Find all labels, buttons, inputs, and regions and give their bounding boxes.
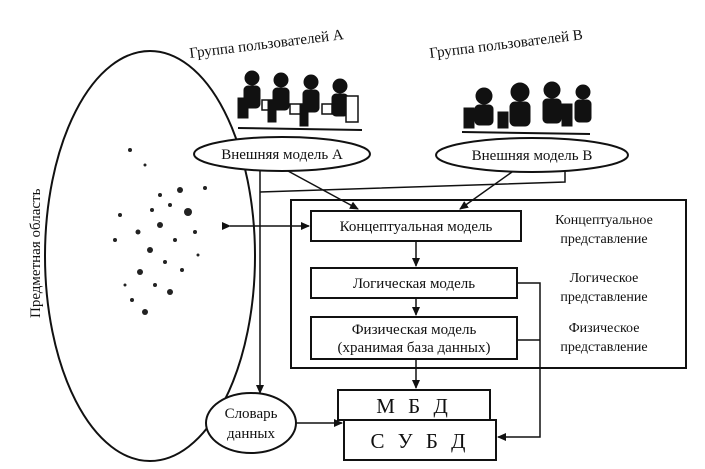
domain-ellipse: [44, 50, 256, 462]
domain-cloud-illustration: [113, 148, 207, 315]
ext-b-to-dictionary-line: [259, 171, 566, 193]
physical-model-label-1: Физическая модель: [352, 322, 477, 338]
conceptual-model-label: Концептуальная модель: [340, 219, 493, 235]
domain-label: Предметная область: [28, 188, 44, 318]
subd-label: С У Б Д: [370, 429, 469, 453]
physical-view-label-1: Физическое: [569, 321, 640, 336]
representation-frame: [290, 199, 687, 369]
physical-view-label-2: представление: [560, 340, 647, 355]
external-model-b-ellipse: [435, 137, 629, 173]
group-a-label: Группа пользователей А: [189, 27, 345, 62]
external-model-a-ellipse: [193, 136, 371, 172]
mbd-label: М Б Д: [376, 394, 452, 418]
external-model-b-label: Внешняя модель В: [472, 148, 593, 164]
data-dictionary-ellipse: [205, 392, 297, 454]
external-model-a-label: Внешняя модель А: [221, 147, 343, 163]
logical-to-subd-link: [497, 282, 541, 441]
conceptual-view-label-1: Концептуальное: [555, 213, 653, 228]
ext-b-to-conceptual-arrow: [459, 171, 513, 210]
data-dictionary-label-2: данных: [227, 426, 275, 442]
conceptual-view-label-2: представление: [560, 232, 647, 247]
logical-model-box: [310, 267, 518, 299]
data-dictionary-label-1: Словарь: [225, 406, 278, 422]
logical-model-label: Логическая модель: [353, 276, 475, 292]
mbd-box: [337, 389, 491, 421]
logical-view-label-1: Логическое: [570, 271, 639, 286]
conceptual-model-box: [310, 210, 522, 242]
physical-model-box: [310, 316, 518, 360]
user-group-b-illustration: [461, 81, 592, 135]
physical-model-label-2: (хранимая база данных): [338, 340, 491, 356]
subd-box: [343, 419, 497, 461]
group-b-label: Группа пользователей В: [429, 27, 584, 62]
user-group-a-illustration: [237, 70, 363, 131]
logical-view-label-2: представление: [560, 290, 647, 305]
